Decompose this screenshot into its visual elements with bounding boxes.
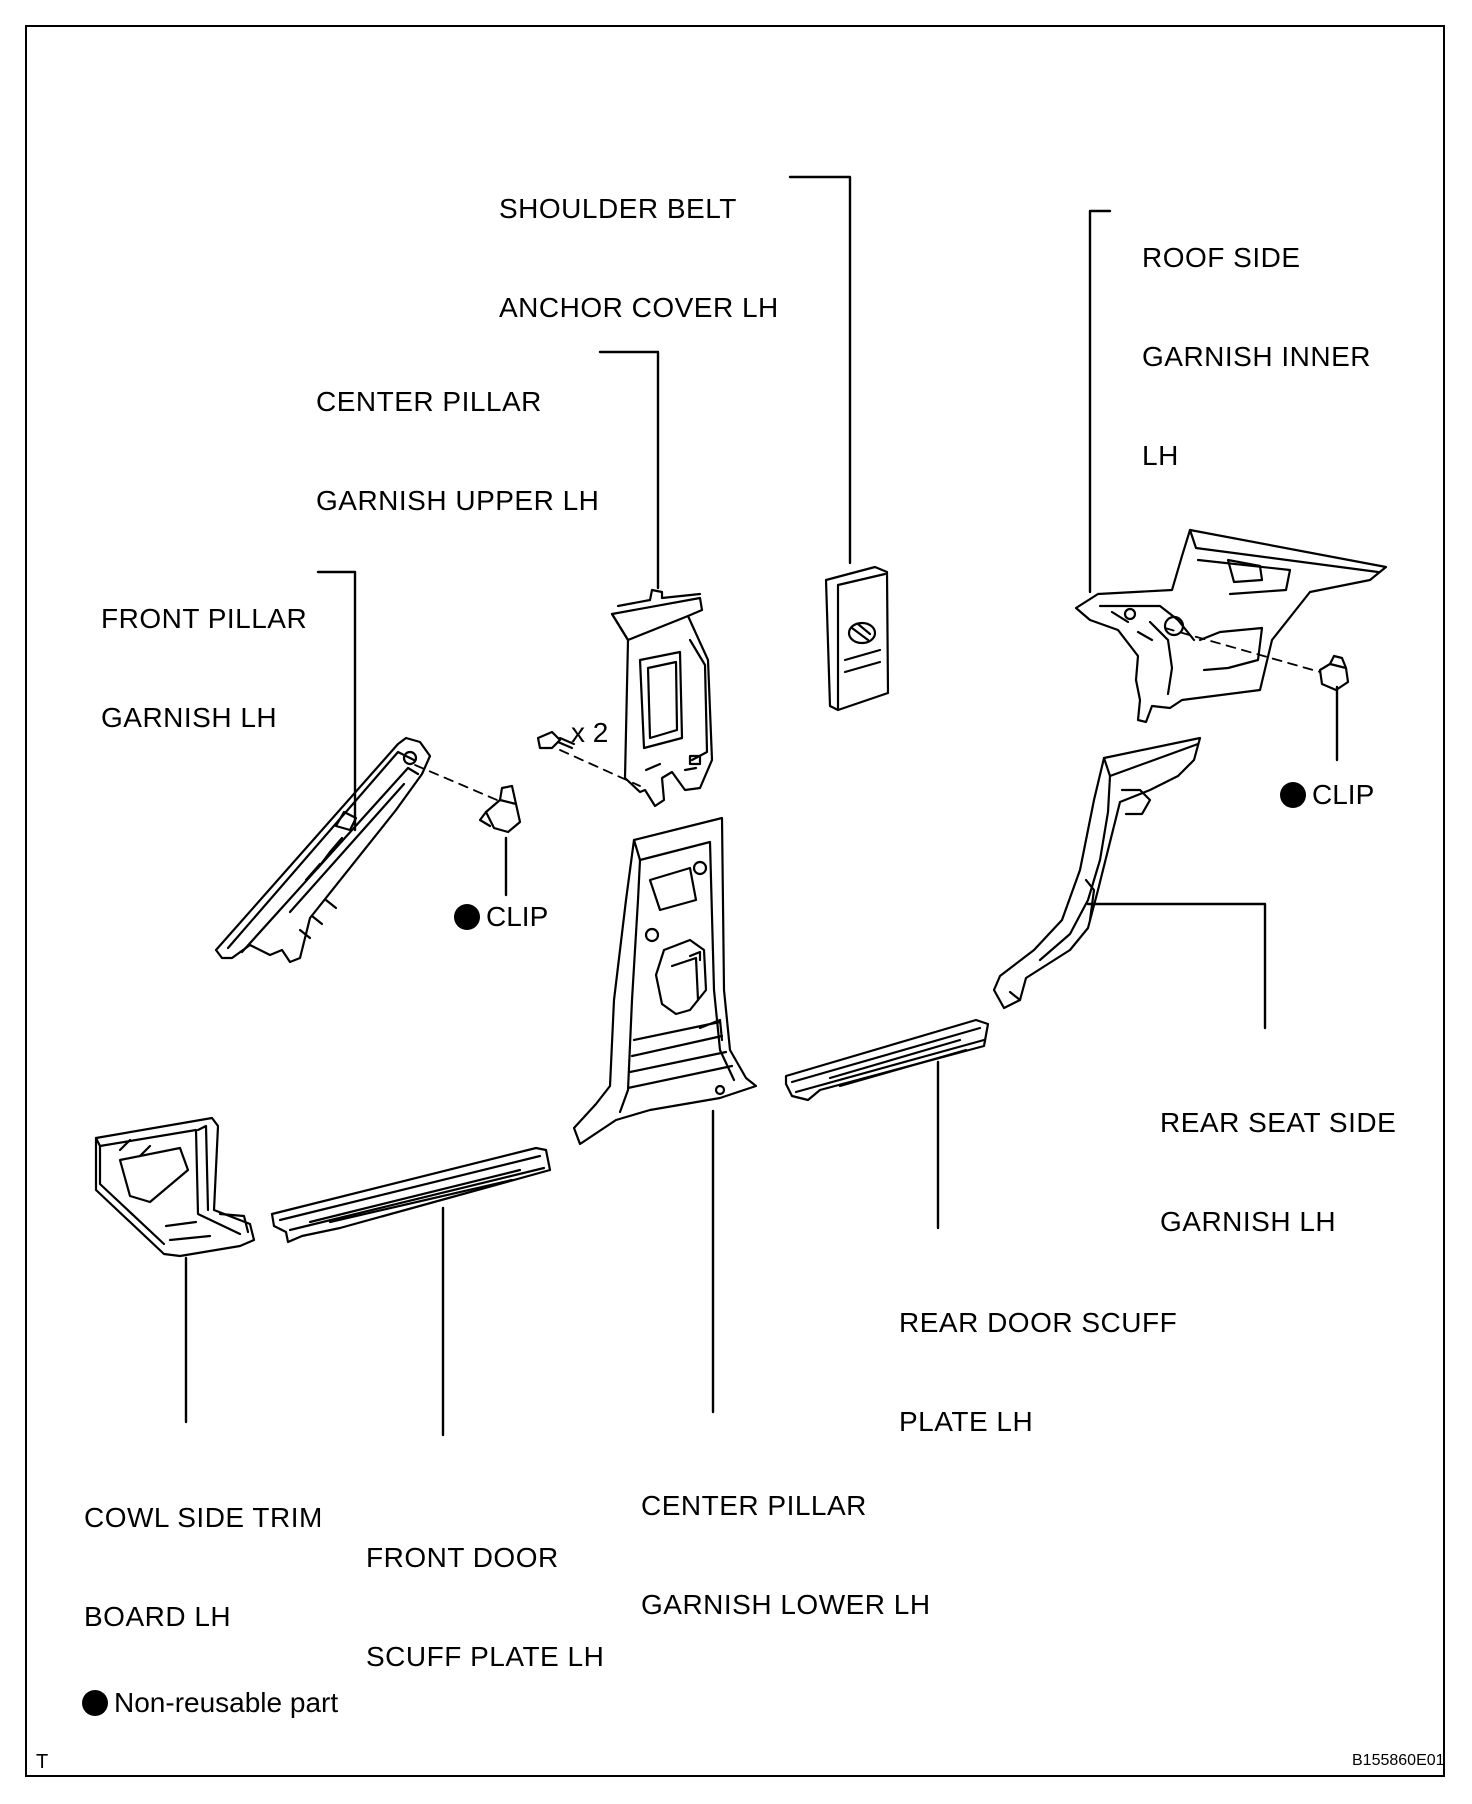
label-line: COWL SIDE TRIM [84,1502,323,1533]
non-reusable-dot-icon [1280,782,1306,808]
label-front-door-scuff-plate: FRONT DOOR SCUFF PLATE LH [366,1475,604,1706]
label-line: GARNISH INNER [1142,341,1371,372]
label-line: PLATE LH [899,1406,1034,1437]
front-pillar-garnish-part [214,736,432,964]
corner-code: T [36,1751,49,1773]
label-line: LH [1142,440,1179,471]
front-door-scuff-plate-part [270,1146,552,1244]
clip-left-part [478,784,522,834]
label-line: CENTER PILLAR [641,1490,867,1521]
clip-label-left: CLIP [454,900,548,933]
label-rear-door-scuff-plate: REAR DOOR SCUFF PLATE LH [899,1240,1177,1471]
label-line: GARNISH LH [1160,1206,1337,1237]
label-line: GARNISH LH [101,702,278,733]
non-reusable-dot-icon [82,1690,108,1716]
label-line: FRONT PILLAR [101,603,308,634]
label-line: FRONT DOOR [366,1542,559,1573]
label-line: BOARD LH [84,1601,232,1632]
label-line: GARNISH LOWER LH [641,1589,931,1620]
cowl-side-trim-board-part [94,1116,256,1258]
label-center-pillar-garnish-lower: CENTER PILLAR GARNISH LOWER LH [641,1423,931,1654]
legend-text: Non-reusable part [114,1687,339,1718]
label-center-pillar-garnish-upper: CENTER PILLAR GARNISH UPPER LH [316,319,599,550]
rear-seat-side-garnish-part [992,736,1202,1010]
label-line: SHOULDER BELT [499,193,737,224]
legend: Non-reusable part [82,1686,338,1719]
label-line: ROOF SIDE [1142,242,1301,273]
label-line: REAR SEAT SIDE [1160,1107,1397,1138]
leader-lines [184,175,1339,1437]
shoulder-belt-anchor-cover-part [824,565,890,712]
non-reusable-dot-icon [454,904,480,930]
figure-id: B155860E01 [1352,1752,1445,1769]
rear-door-scuff-plate-part [784,1018,990,1102]
leader-shoulder-belt [788,175,852,565]
roof-side-garnish-inner-part [1074,528,1388,724]
label-line: CENTER PILLAR [316,386,542,417]
label-front-pillar-garnish: FRONT PILLAR GARNISH LH [101,536,307,767]
center-pillar-garnish-lower-part [572,816,758,1146]
label-shoulder-belt-anchor-cover: SHOULDER BELT ANCHOR COVER LH [499,126,779,357]
label-rear-seat-side-garnish: REAR SEAT SIDE GARNISH LH [1160,1040,1396,1271]
screw-quantity: x 2 [571,717,609,748]
label-roof-side-garnish-inner: ROOF SIDE GARNISH INNER LH [1142,175,1371,505]
label-cowl-side-trim-board: COWL SIDE TRIM BOARD LH [84,1435,323,1666]
label-line: REAR DOOR SCUFF [899,1307,1178,1338]
leader-front-pillar [316,570,357,832]
clip-text: CLIP [486,901,549,932]
diagram-frame [25,25,1445,1777]
label-line: SCUFF PLATE LH [366,1641,605,1672]
leader-rear-seat [1086,902,1267,1030]
leader-center-upper [598,350,660,590]
clip-label-right: CLIP [1280,778,1374,811]
label-line: ANCHOR COVER LH [499,292,779,323]
leader-roof-side [1088,209,1112,594]
clip-text: CLIP [1312,779,1375,810]
center-pillar-garnish-upper-part [610,588,714,808]
clip-right-part [1318,654,1350,692]
screw-pair [536,730,576,750]
label-line: GARNISH UPPER LH [316,485,600,516]
